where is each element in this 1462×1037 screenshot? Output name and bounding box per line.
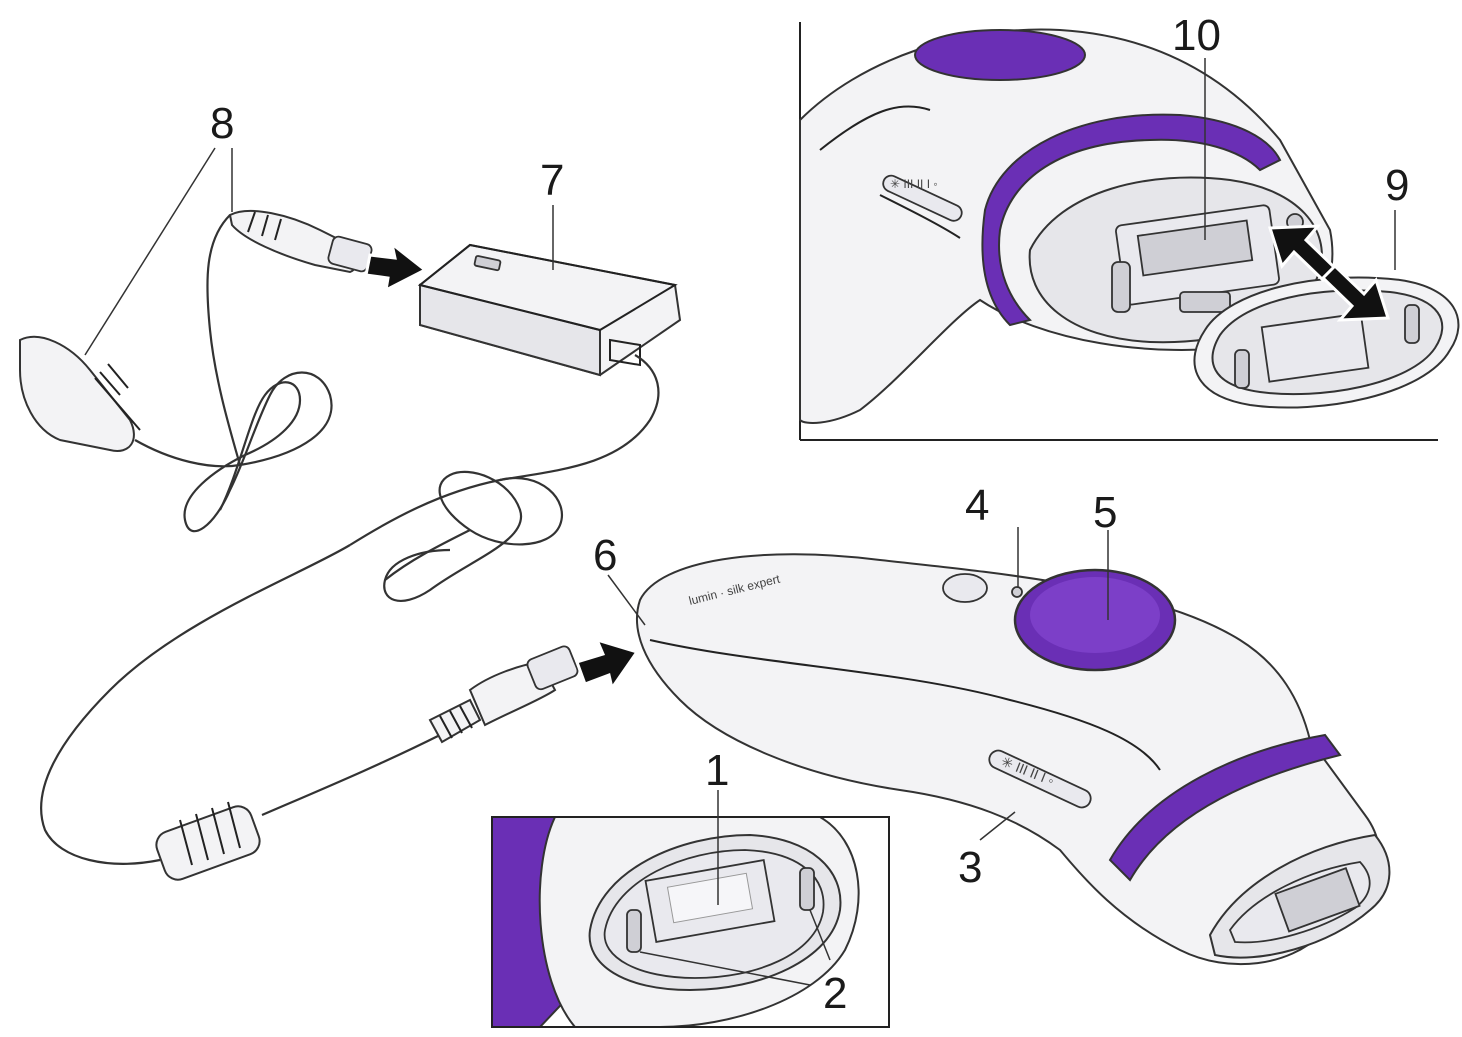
attachment-cap — [1193, 276, 1460, 409]
inset-bottom: 1 2 — [491, 746, 890, 1028]
wall-plug — [19, 335, 141, 452]
ready-light — [1011, 586, 1023, 598]
label-9: 9 — [1385, 161, 1409, 210]
label-10: 10 — [1172, 11, 1221, 60]
ferrite-core — [155, 801, 261, 881]
attach-arrows-icon — [1267, 224, 1391, 322]
arrow-into-device-icon — [575, 637, 640, 692]
label-5: 5 — [1093, 488, 1117, 537]
label-3: 3 — [958, 843, 982, 892]
label-8: 8 — [210, 99, 234, 148]
inset-top-right: ✳ III II I ◦ 10 9 — [799, 11, 1460, 441]
intensity-slider — [988, 749, 1092, 809]
inset-flash-button — [914, 29, 1086, 81]
label-1: 1 — [705, 746, 729, 795]
dc-plug — [428, 645, 579, 744]
label-7: 7 — [540, 156, 564, 205]
label-6: 6 — [593, 531, 617, 580]
power-adapter — [417, 243, 682, 377]
power-adapter-assembly: 8 7 — [19, 99, 682, 881]
power-button — [942, 573, 988, 603]
label-4: 4 — [965, 481, 989, 530]
main-device: lumin · silk expert ✳ III II I ◦ 4 5 6 3 — [593, 481, 1391, 966]
arrow-into-adapter-icon — [364, 240, 428, 293]
label-2: 2 — [823, 969, 847, 1018]
svg-text:✳ III II I ◦: ✳ III II I ◦ — [890, 177, 938, 191]
